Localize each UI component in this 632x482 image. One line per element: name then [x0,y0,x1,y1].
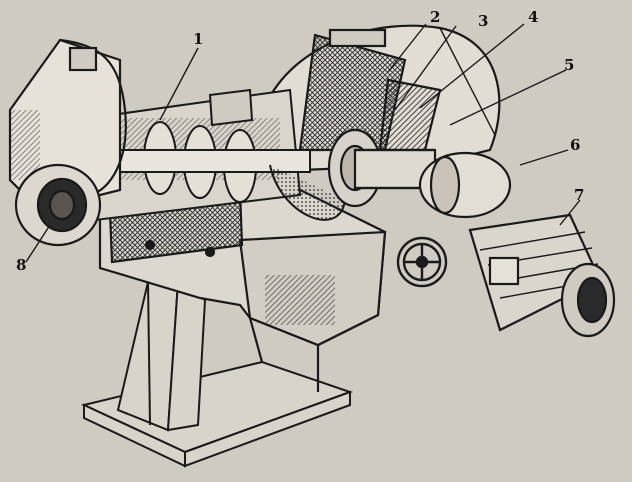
coupling-assembly [327,128,512,219]
callout-6: 6 [570,136,581,154]
base-pedestal [80,280,354,468]
leader-lines [25,23,581,263]
fan-shroud [266,24,501,172]
callout-4: 4 [528,8,539,26]
end-flange [14,163,102,247]
callout-1: 1 [193,30,204,48]
rotor-shaft [88,88,346,222]
callout-5: 5 [564,56,575,74]
handwheel-icon [396,236,448,288]
electric-motor [468,213,616,338]
callout-2: 2 [430,8,441,26]
left-motor-housing [8,38,127,212]
callout-8: 8 [16,256,27,274]
callout-7: 7 [574,186,585,204]
callout-3: 3 [478,12,489,30]
